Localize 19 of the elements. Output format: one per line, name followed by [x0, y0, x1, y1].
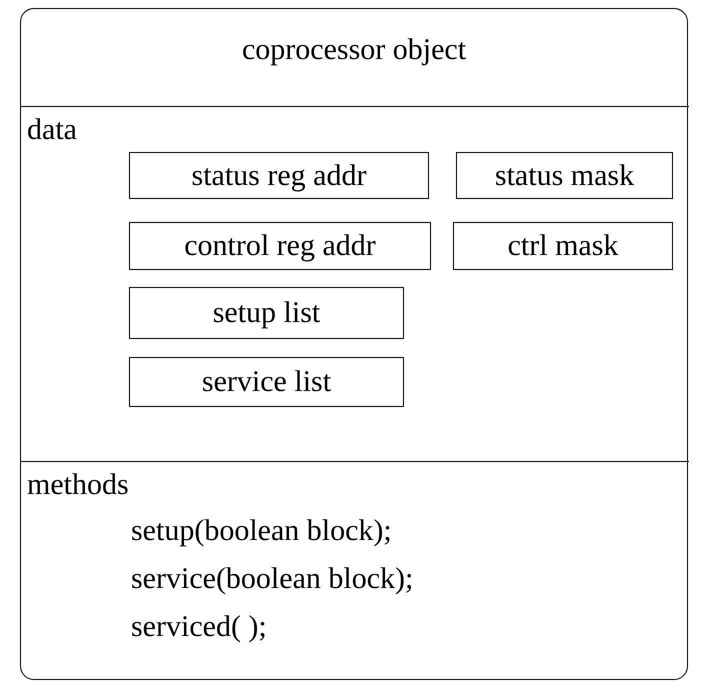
field-box: [129, 357, 404, 407]
method-signature: serviced( );: [131, 610, 267, 644]
field-box: [129, 152, 429, 199]
field-box: [129, 287, 404, 339]
field-box: [129, 222, 431, 270]
field-name: ctrl mask: [508, 229, 618, 263]
class-box: [20, 8, 688, 680]
field-name: service list: [202, 365, 332, 399]
method-signature: service(boolean block);: [131, 562, 414, 596]
section-heading: data: [27, 113, 77, 147]
class-name: coprocessor object: [240, 33, 468, 67]
section-heading: methods: [27, 468, 129, 502]
field-name: status mask: [494, 158, 634, 192]
method-signature: setup(boolean block);: [131, 514, 392, 548]
field-name: control reg addr: [184, 229, 376, 263]
field-box: [456, 152, 673, 199]
field-box: [453, 222, 673, 270]
field-name: status reg addr: [192, 158, 366, 192]
field-name: setup list: [212, 296, 320, 330]
